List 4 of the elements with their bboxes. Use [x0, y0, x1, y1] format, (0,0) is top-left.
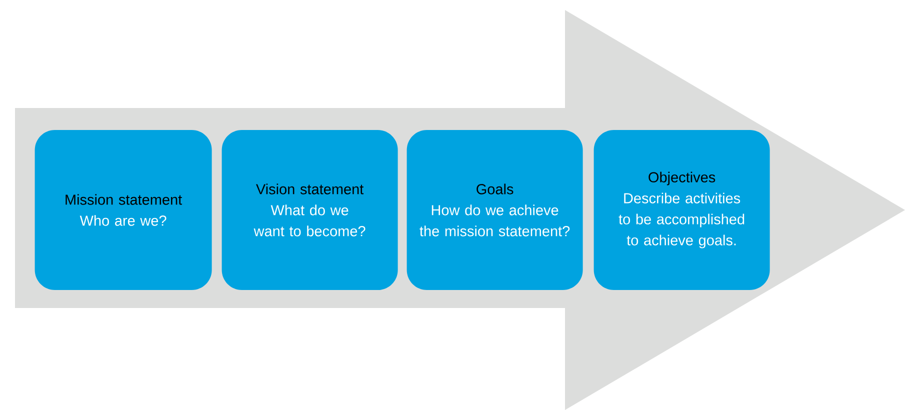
- process-box: Objectives Describe activities to be accomplished to achieve goals.: [594, 130, 770, 290]
- process-box: Goals How do we achieve the mission statement?: [406, 130, 583, 290]
- process-box: Vision statement What do we want to become?: [222, 130, 398, 290]
- process-box: Mission statement Who are we?: [34, 130, 212, 290]
